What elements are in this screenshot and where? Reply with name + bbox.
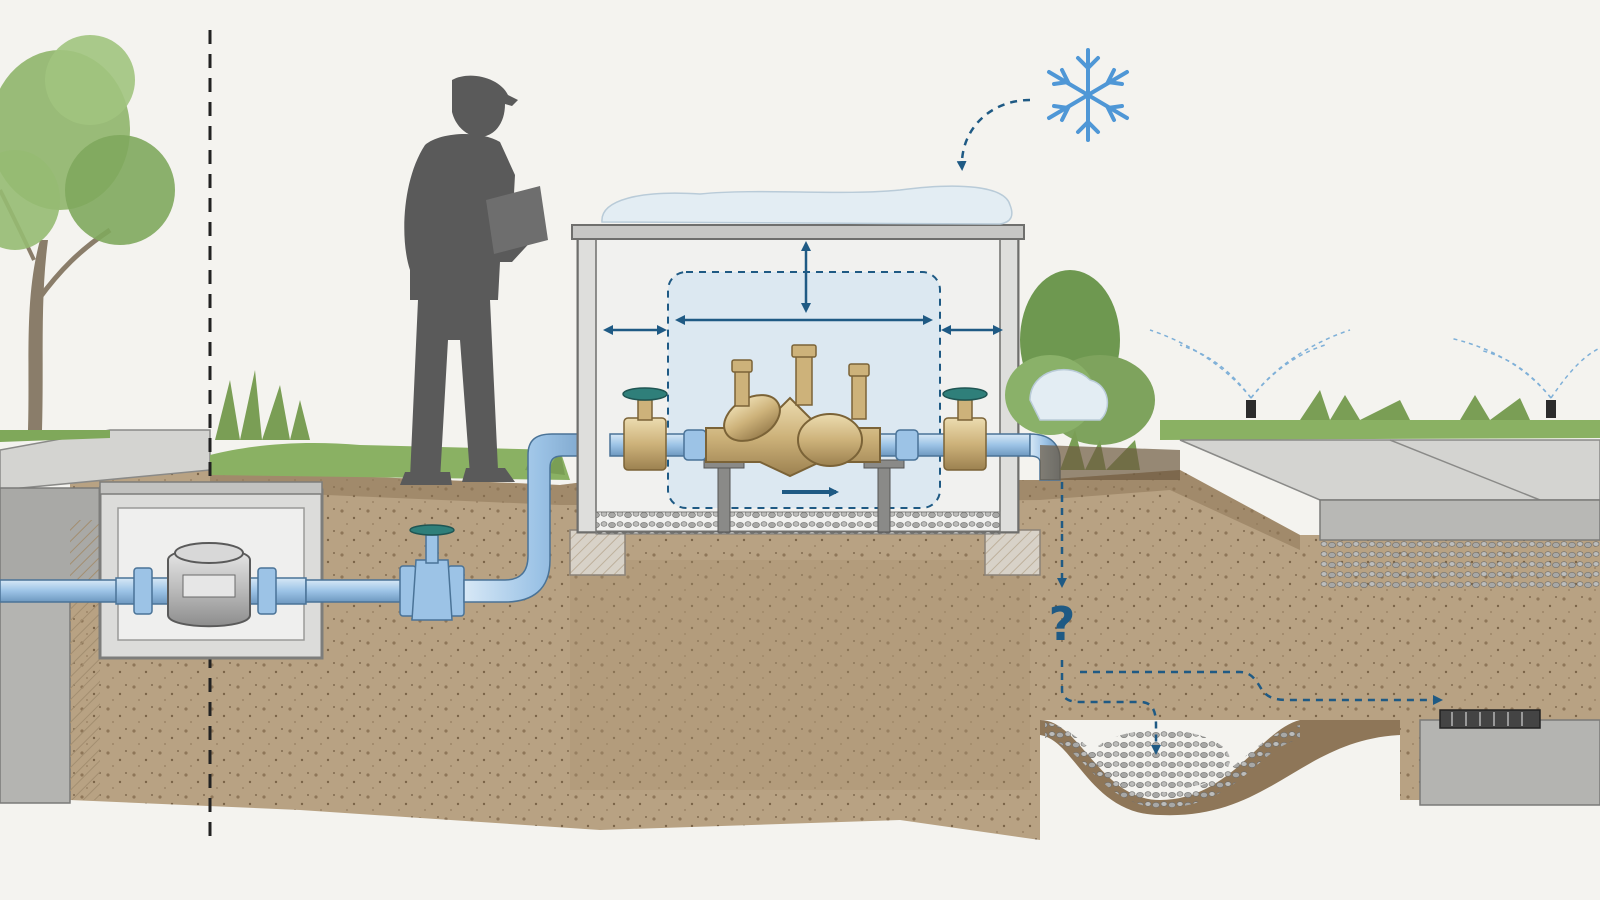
left-sidewalk [0,429,211,804]
gravel-drainage-pit [1040,720,1400,816]
ground-cross-section [70,470,1600,840]
supply-pipe [0,579,121,603]
service-pipe [305,579,407,603]
frost-arrow [956,98,1031,171]
sprinkler-heads [1149,329,1600,418]
outlet-shutoff-valve [942,387,988,471]
drainage-question-mark: ? [1049,597,1076,651]
water-meter [115,542,307,628]
tree-left [0,35,175,442]
storm-drain [1419,709,1600,806]
snow-on-lid [601,185,1013,225]
shrubs-right [1005,270,1180,480]
right-sidewalk [1179,439,1600,590]
drainage-path [1057,482,1443,755]
inspector-silhouette [400,75,548,485]
clearance-arrows [603,241,1003,335]
lawn-right [1160,390,1600,440]
shutoff-valve [399,524,465,621]
bottom-fade [0,840,1600,900]
pipe-supports [703,459,905,533]
inlet-shutoff-valve [622,387,668,471]
snowflake-icon [1047,48,1129,142]
backflow-preventer [683,344,919,478]
